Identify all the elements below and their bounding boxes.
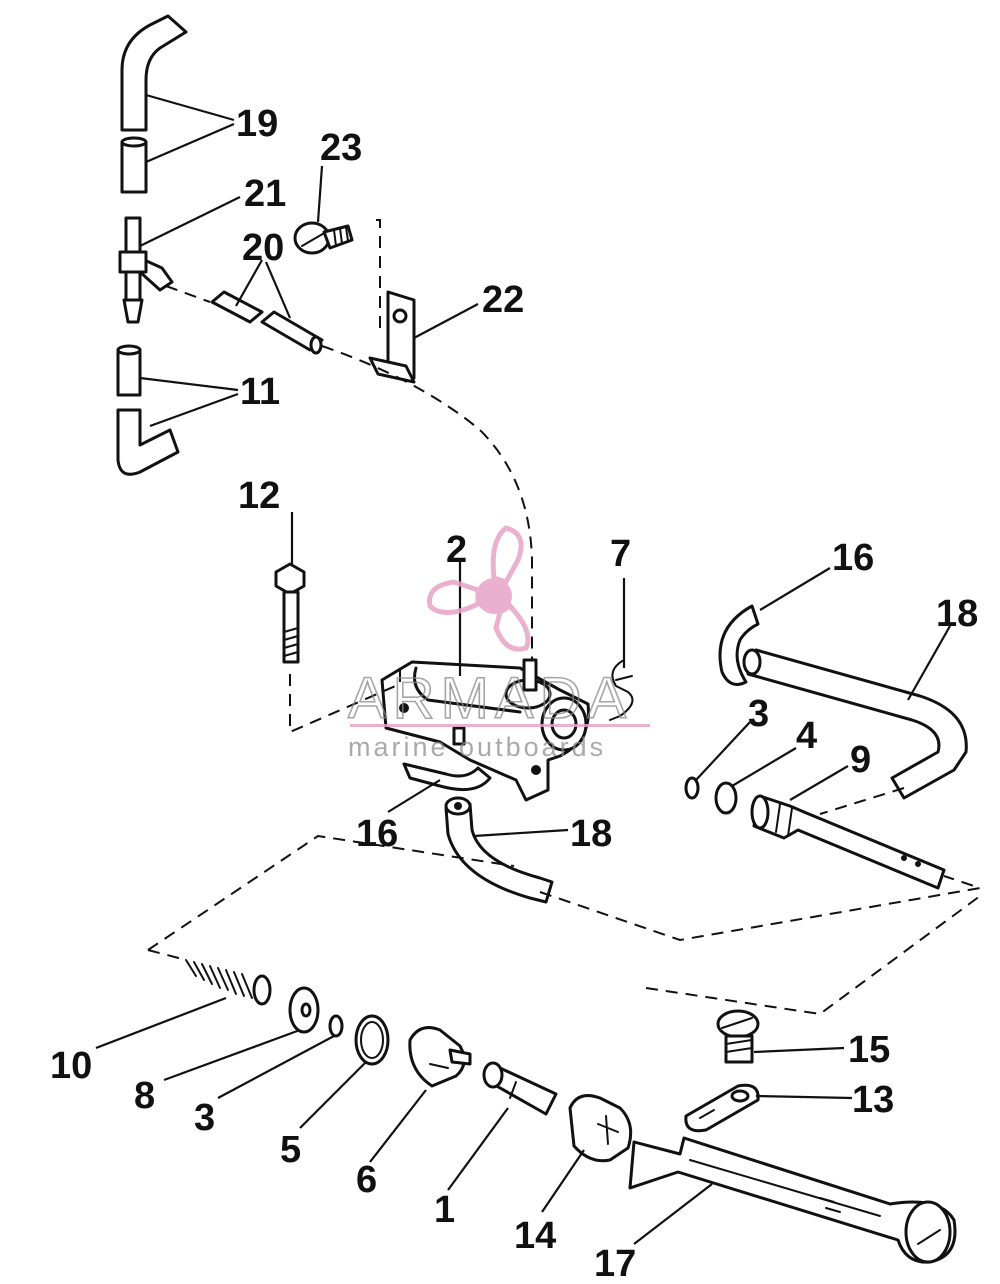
callout-16-upper: 16 [832,537,874,579]
part-19-hose [120,14,188,194]
callout-1: 1 [434,1189,455,1231]
part-3-oring-upper [684,776,700,800]
callout-21: 21 [244,173,286,215]
callout-19: 19 [236,103,278,145]
assembly-dashed-lines [147,219,981,1016]
part-7-clip [609,659,634,721]
callout-11: 11 [240,371,280,413]
part-17-lever [628,1136,957,1264]
part-6-cap [408,1026,472,1088]
leader-lines [95,93,951,1245]
part-16-clip-lower [402,762,492,792]
callout-18-upper: 18 [936,593,978,635]
propeller-hub [476,578,512,614]
callout-22: 22 [482,279,524,321]
callout-13: 13 [852,1079,894,1121]
part-21-t-fitting [118,216,174,324]
callout-2: 2 [446,529,467,571]
part-10-spring [185,959,272,1006]
callout-3-lower: 3 [194,1097,215,1139]
part-12-bolt [274,562,306,664]
callout-6: 6 [356,1159,377,1201]
watermark-rule [350,724,650,727]
callout-12: 12 [238,475,280,517]
callout-15: 15 [848,1029,890,1071]
part-14-knob [568,1094,633,1163]
part-11-hose [116,344,180,476]
part-8-washer [288,986,320,1034]
callout-5: 5 [280,1129,301,1171]
callout-18-lower: 18 [570,813,612,855]
part-13-tab-washer [684,1083,760,1133]
callout-16-lower: 16 [356,813,398,855]
part-2-primer-body [380,658,590,802]
callout-7: 7 [610,533,631,575]
callout-14: 14 [514,1215,556,1257]
part-9-plunger [750,794,946,890]
callout-3-upper: 3 [748,693,769,735]
propeller-icon [427,525,531,652]
part-15-screw [716,1009,760,1064]
part-22-bracket [368,290,416,384]
part-1-sleeve [482,1061,558,1116]
part-16-clip-upper [718,604,760,686]
part-20-hose-pieces [210,290,324,355]
callout-20: 20 [242,227,284,269]
propeller-blade-top [490,525,524,586]
watermark-logo: ARMADA marine outboards [347,525,650,762]
watermark-tagline: marine outboards [348,732,606,762]
callout-4: 4 [796,715,817,757]
part-18-hose-lower [444,796,554,904]
callout-labels: 19 23 21 20 22 11 12 2 7 16 18 3 4 9 16 … [50,103,978,1284]
callout-8: 8 [134,1075,155,1117]
callout-23: 23 [320,127,362,169]
propeller-blade-left [427,579,481,615]
part-18-hose-upper [742,648,968,800]
callout-17: 17 [594,1243,636,1284]
part-4-oring [714,781,738,815]
watermark-brand: ARMADA [348,666,632,731]
part-3-oring-lower [328,1014,344,1038]
callout-10: 10 [50,1045,92,1087]
propeller-blade-right [493,602,531,652]
part-23-screw [293,221,354,255]
callout-9: 9 [850,739,871,781]
part-5-oring [354,1014,390,1066]
